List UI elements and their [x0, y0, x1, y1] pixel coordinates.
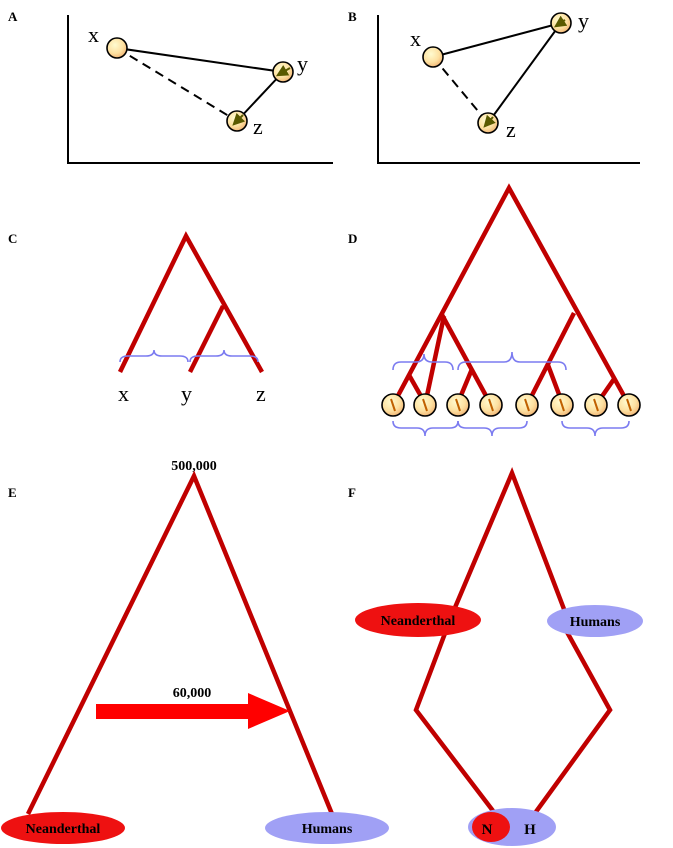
- point-label-z-b: z: [506, 117, 516, 142]
- vector-x-y-a: [116, 47, 284, 73]
- neanderthal-label-f: Neanderthal: [381, 614, 456, 629]
- merged-neanderthal-part-f: [472, 812, 510, 842]
- migration-time-label: 60,000: [173, 686, 212, 701]
- panel-label-f: F: [348, 485, 356, 500]
- merged-n-label: N: [482, 822, 493, 838]
- tree-d-root: [391, 183, 631, 407]
- panel-label-b: B: [348, 9, 357, 24]
- tree-f-lower-left: [413, 627, 502, 822]
- dashed-x-z-a: [116, 47, 238, 122]
- panel-a: A x y z: [8, 9, 333, 164]
- migration-arrow: [96, 693, 290, 729]
- leaf-mark-d-1: [390, 398, 396, 412]
- leaf-mark-d-5: [524, 398, 530, 412]
- migration-arrow-head: [248, 693, 290, 729]
- brace-d-top-1: [392, 353, 454, 371]
- axes-b: [377, 15, 640, 164]
- panel-d: D: [348, 183, 641, 437]
- vector-y-z-a: [236, 71, 284, 122]
- leaf-mark-d-2: [422, 398, 428, 412]
- leaf-mark-d-7: [593, 398, 599, 412]
- brace-d-bottom-2: [457, 420, 528, 437]
- brace-c-yz: [189, 349, 259, 363]
- tree-f-upper: [448, 466, 570, 618]
- migration-arrow-shaft: [96, 704, 250, 719]
- point-x-a: [106, 37, 128, 59]
- panel-label-d: D: [348, 231, 357, 246]
- leaf-label-x-c: x: [118, 381, 129, 406]
- brace-d-top-2: [457, 351, 567, 371]
- panel-f: F Neanderthal Humans N H: [348, 466, 643, 846]
- leaf-label-y-c: y: [181, 381, 192, 406]
- panel-b: B x y z: [348, 8, 640, 164]
- dashed-x-z-b: [432, 56, 489, 124]
- brace-d-bottom-3: [561, 420, 630, 437]
- brace-c-xy: [119, 349, 189, 363]
- panel-c: C x y z: [8, 231, 266, 406]
- tree-d-b1: [422, 315, 447, 406]
- arrowhead-z-b: [483, 114, 496, 128]
- vector-x-y-b: [432, 22, 562, 58]
- leaf-mark-d-4: [488, 398, 494, 412]
- tree-c-root: [117, 231, 264, 374]
- arrowhead-z-a: [232, 112, 246, 126]
- point-label-x-a: x: [88, 22, 99, 47]
- brace-d-bottom-1: [392, 420, 459, 437]
- neanderthal-label-e: Neanderthal: [26, 822, 101, 837]
- tree-c-inner-branch: [187, 304, 226, 374]
- tree-e: [25, 470, 335, 815]
- neanderthal-oval-f: [355, 603, 481, 637]
- leaf-mark-d-8: [626, 398, 632, 412]
- humans-label-f: Humans: [570, 615, 621, 630]
- arrowhead-y-a: [275, 64, 291, 77]
- tree-d-b2: [439, 311, 493, 407]
- leaf-mark-d-3: [455, 398, 461, 412]
- panel-label-e: E: [8, 485, 17, 500]
- panel-label-c: C: [8, 231, 17, 246]
- axes-a: [67, 15, 333, 164]
- point-label-x-b: x: [410, 26, 421, 51]
- arrowhead-y-b: [554, 15, 568, 28]
- humans-oval-f: [547, 605, 643, 637]
- tree-d-b5: [524, 311, 577, 407]
- point-label-y-b: y: [578, 8, 589, 33]
- humans-oval-e: [265, 812, 389, 844]
- panel-e: E 500,000 60,000 Neanderthal Humans: [1, 459, 389, 844]
- merged-h-label: H: [524, 822, 536, 838]
- panel-label-a: A: [8, 9, 18, 24]
- tree-f-lower-right: [528, 630, 613, 822]
- vector-y-z-b: [487, 22, 562, 124]
- humans-label-e: Humans: [302, 822, 353, 837]
- point-label-y-a: y: [297, 51, 308, 76]
- point-x-b: [422, 46, 444, 68]
- neanderthal-oval-e: [1, 812, 125, 844]
- leaf-label-z-c: z: [256, 381, 266, 406]
- point-label-z-a: z: [253, 114, 263, 139]
- leaf-mark-d-6: [559, 398, 565, 412]
- root-time-label: 500,000: [171, 459, 217, 474]
